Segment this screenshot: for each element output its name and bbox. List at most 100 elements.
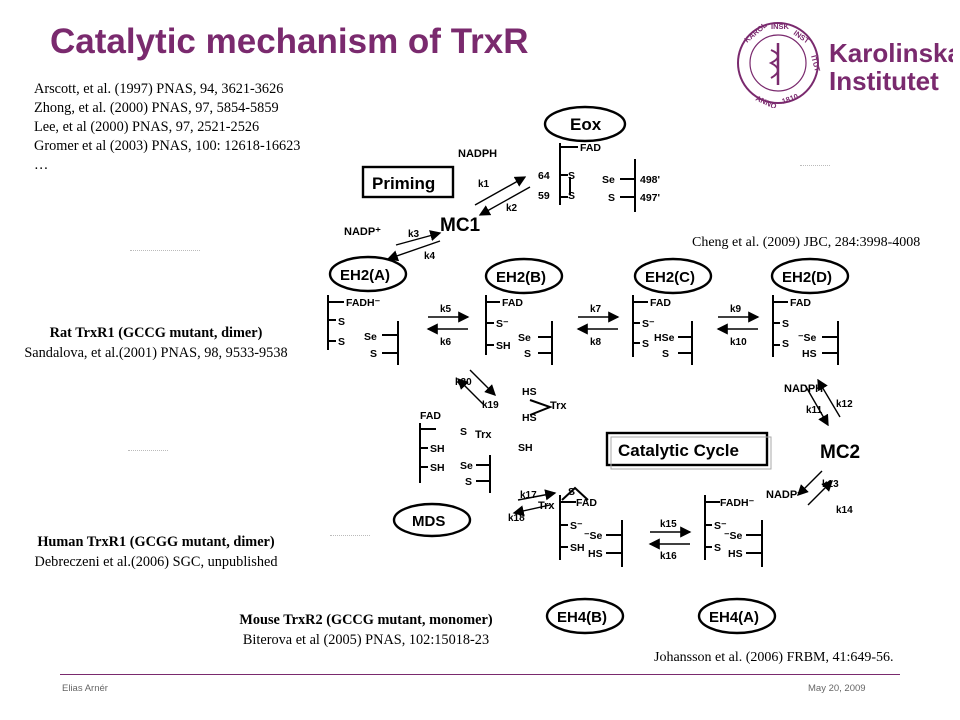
- label-nadph-priming: NADPH: [458, 148, 497, 160]
- priming-box: [361, 165, 455, 199]
- label-k10: k10: [730, 337, 747, 348]
- label-sh-mds3: SH: [518, 442, 533, 454]
- label-k8: k8: [590, 337, 602, 348]
- label-k1: k1: [478, 179, 490, 190]
- label-s-eox1: S: [568, 170, 575, 182]
- label-trx-ox: Trx: [538, 500, 555, 512]
- label-sem-eh2d: ⁻Se: [798, 332, 817, 344]
- label-k11: k11: [806, 405, 823, 416]
- label-sm-eh2b: S⁻: [496, 318, 509, 330]
- image-placeholder: [330, 535, 370, 546]
- label-hs-eh4b: HS: [588, 548, 603, 560]
- arrow-k2: [478, 186, 531, 216]
- label-fad-eox: FAD: [580, 142, 601, 154]
- label-k12: k12: [836, 399, 853, 410]
- caption-human: Human TrxR1 (GCGG mutant, dimer) Debrecz…: [14, 532, 298, 572]
- seal-inner-ring: [749, 34, 807, 92]
- svg-text:KAROL: KAROL: [743, 20, 770, 44]
- label-hse-eh2c: HSe: [654, 332, 675, 344]
- label-fadh-eh4a: FADH⁻: [720, 497, 755, 509]
- eh4b-fad-bracket: [559, 495, 576, 560]
- label-sh-eh2b: SH: [496, 340, 511, 352]
- label-mc1: MC1: [440, 215, 481, 236]
- label-hs-trx: HS: [522, 386, 537, 398]
- eh2a-selenenyl-bracket: [382, 321, 399, 365]
- label-k6: k6: [440, 337, 452, 348]
- label-s-eh4a: S: [714, 542, 721, 554]
- label-se-eh2b: Se: [518, 332, 531, 344]
- footer-divider: [60, 674, 900, 675]
- arrow-k17: [517, 489, 557, 501]
- label-k14: k14: [836, 505, 853, 516]
- label-k4: k4: [424, 251, 436, 262]
- label-eox: Eox: [570, 115, 602, 134]
- label-s-ring: S: [568, 486, 575, 498]
- caption-rat-title: Rat TrxR1 (GCCG mutant, dimer): [49, 325, 263, 341]
- arrow-k19: [469, 369, 496, 396]
- label-mds: MDS: [412, 513, 445, 530]
- mds-fad-bracket: [419, 423, 436, 483]
- state-eh2d: [770, 257, 850, 295]
- label-sh-mds1: SH: [430, 443, 445, 455]
- reference-item: Zhong, et al. (2000) PNAS, 97, 5854-5859: [34, 100, 279, 116]
- arrow-k11: [804, 384, 829, 427]
- eh2c-fad-bracket: [632, 295, 648, 357]
- svg-text:INST: INST: [792, 28, 811, 45]
- caption-mouse-ref: Biterova et al (2005) PNAS, 102:15018-23: [242, 632, 490, 648]
- label-eh4b: EH4(B): [557, 609, 607, 626]
- label-mc2: MC2: [820, 442, 860, 463]
- eh4a-fad-bracket: [704, 495, 720, 560]
- eox-fad-bracket: [559, 143, 578, 205]
- label-s-eh2d2: S: [782, 338, 789, 350]
- label-priming: Priming: [372, 174, 435, 193]
- state-eh4a: [697, 597, 777, 635]
- reference-item: Lee, et al (2000) PNAS, 97, 2521-2526: [34, 119, 260, 135]
- state-eh2a: [328, 255, 408, 293]
- eh4b-selenenyl-bracket: [606, 520, 623, 567]
- label-s-eh2d1: S: [782, 318, 789, 330]
- label-k17: k17: [520, 490, 537, 501]
- seal-outer-ring: [737, 22, 819, 104]
- arrow-k18: [512, 504, 551, 517]
- reference-list: Arscott, et al. (1997) PNAS, 94, 3621-36…: [34, 80, 300, 175]
- label-se-mds: Se: [460, 460, 473, 472]
- catalytic-cycle-box: [605, 431, 769, 467]
- label-fad-eh2b: FAD: [502, 297, 523, 309]
- label-k15: k15: [660, 519, 677, 530]
- state-eh2b: [484, 257, 564, 295]
- eh2d-fad-bracket: [772, 295, 788, 357]
- caption-rat: Rat TrxR1 (GCCG mutant, dimer) Sandalova…: [8, 323, 304, 363]
- label-s-eox2: S: [568, 190, 575, 202]
- eh2c-selenenyl-bracket: [678, 321, 693, 365]
- eox-selenenyl-bracket: [620, 159, 636, 212]
- label-hs-trx2: HS: [522, 412, 537, 424]
- label-eh2b: EH2(B): [496, 269, 546, 286]
- label-catalytic: Catalytic Cycle: [618, 441, 739, 460]
- oxidized-trx-ring: [561, 486, 589, 501]
- karolinska-logo: KAROL INSK INST ITUT ANNO 1810 Karolinsk…: [737, 20, 953, 108]
- label-k2: k2: [506, 203, 518, 214]
- slide-title: Catalytic mechanism of TrxR: [50, 22, 529, 61]
- label-sm-eh4a: S⁻: [714, 520, 727, 532]
- label-k7: k7: [590, 304, 602, 315]
- label-eh4a: EH4(A): [709, 609, 759, 626]
- trx-bond: [529, 399, 553, 416]
- label-se-eox: Se: [602, 174, 615, 186]
- label-hs-eh4a: HS: [728, 548, 743, 560]
- label-fad-eh2c: FAD: [650, 297, 671, 309]
- mds-selenenyl-bracket: [476, 455, 491, 493]
- arrow-k12: [817, 378, 841, 418]
- label-eh2d: EH2(D): [782, 269, 832, 286]
- image-placeholder: [800, 165, 830, 174]
- eh2b-fad-bracket: [485, 295, 500, 355]
- arrow-k20: [457, 378, 485, 406]
- label-residue-497: 497': [640, 192, 660, 204]
- label-s-eh2c: S: [642, 338, 649, 350]
- label-eh2c: EH2(C): [645, 269, 695, 286]
- label-sh-eh4b: SH: [570, 542, 585, 554]
- eh4a-selenenyl-bracket: [746, 520, 763, 567]
- label-fad-eh2d: FAD: [790, 297, 811, 309]
- eh2d-selenenyl-bracket: [822, 321, 839, 365]
- label-s-mds: S: [460, 426, 467, 438]
- svg-text:INSK: INSK: [771, 22, 790, 31]
